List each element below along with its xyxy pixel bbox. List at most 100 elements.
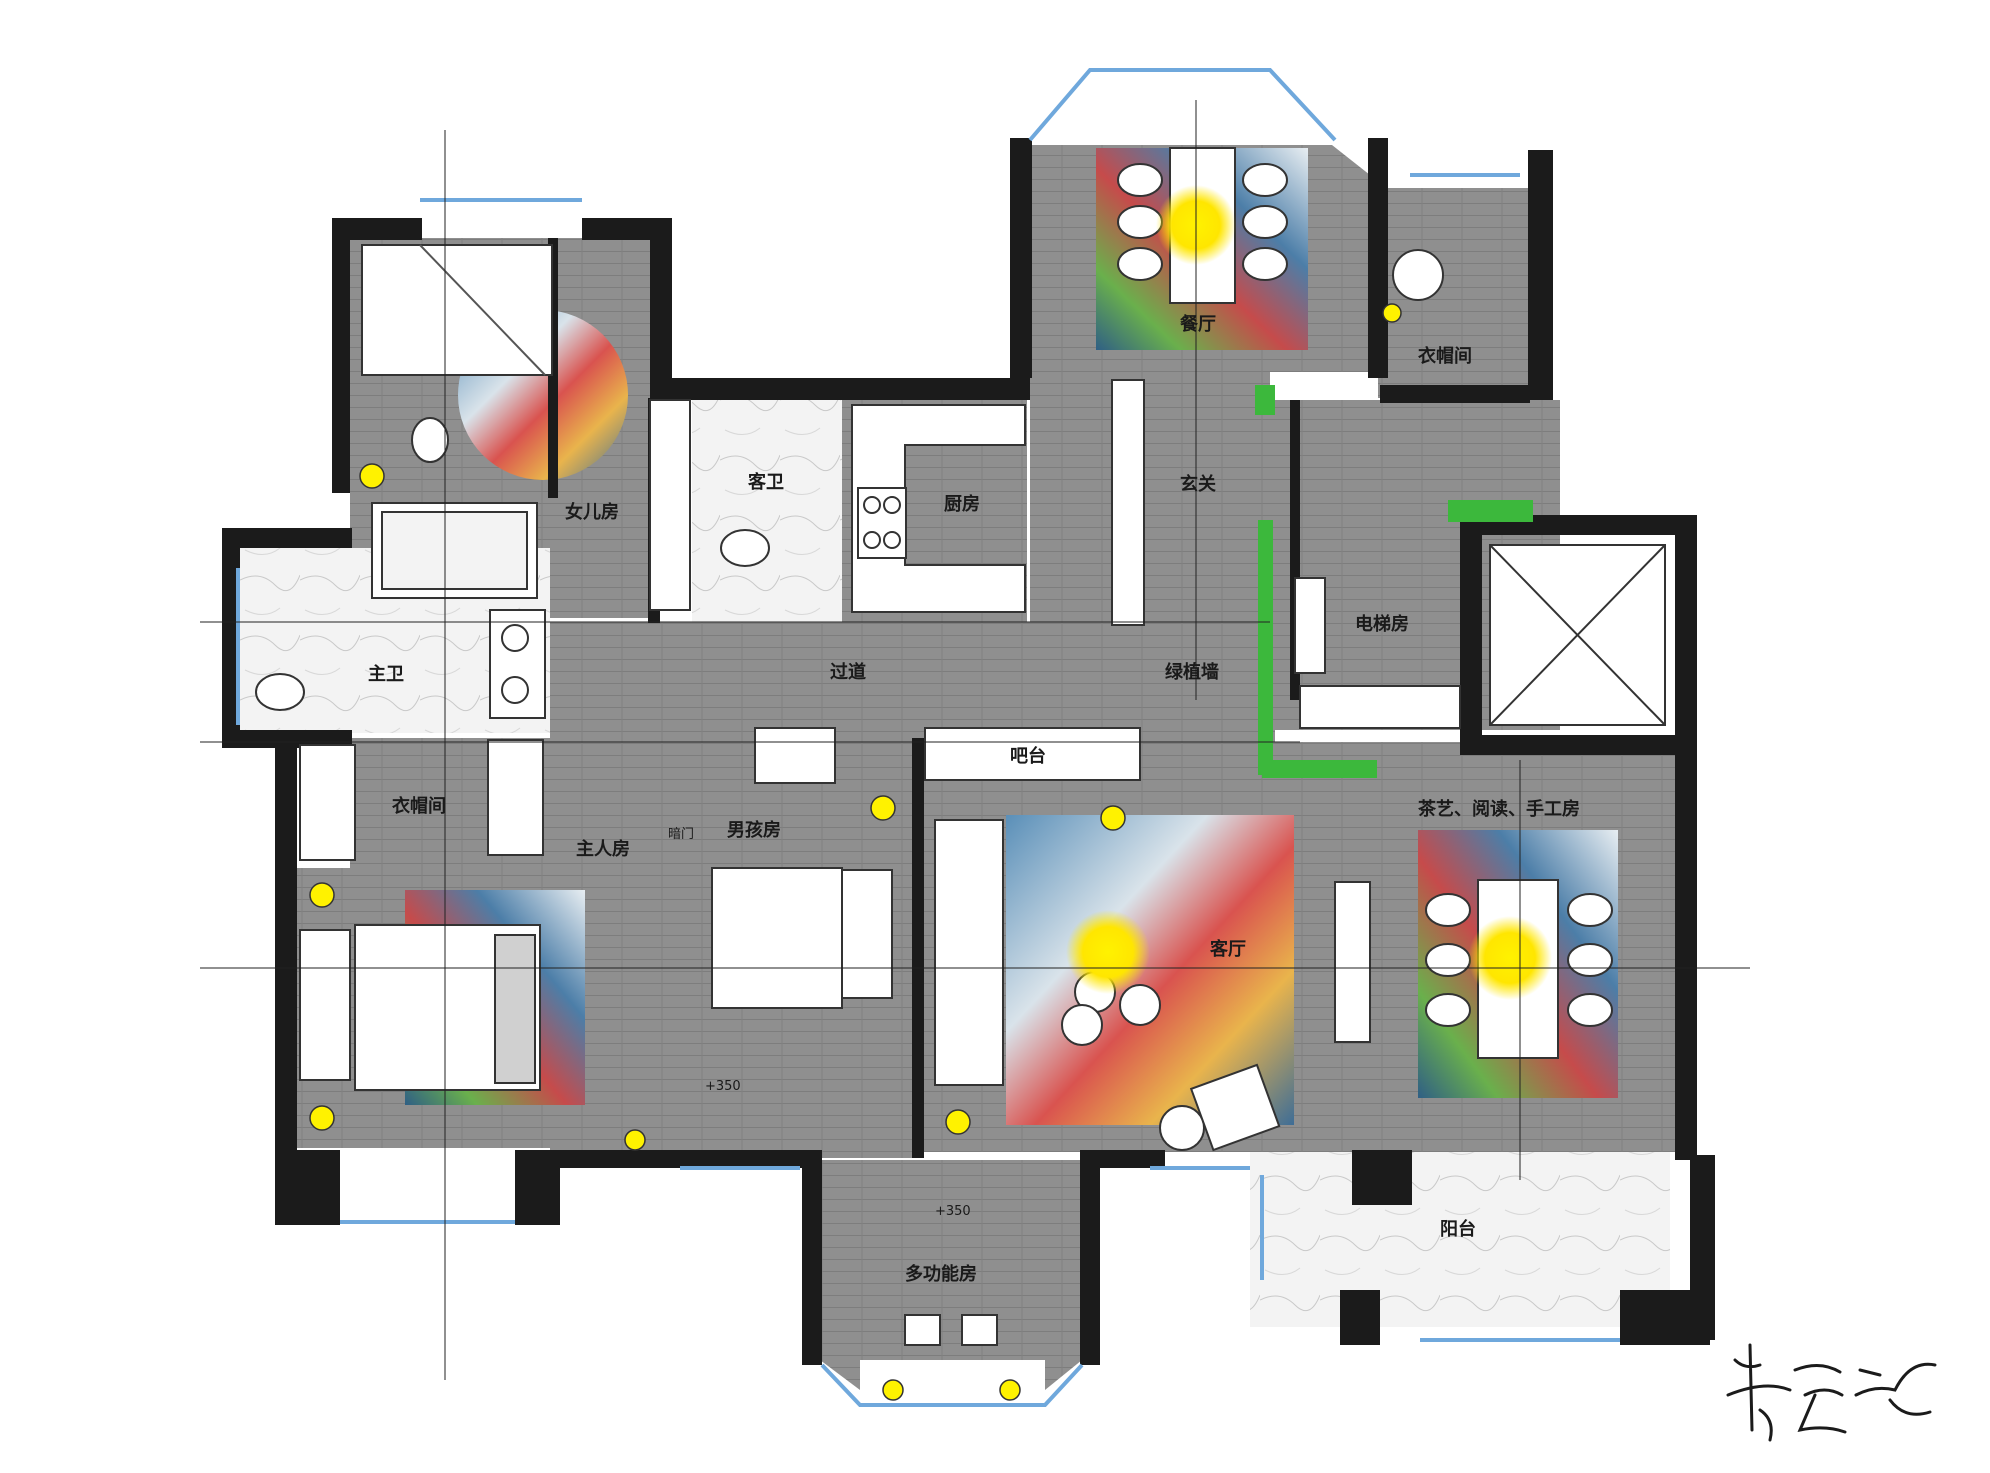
wall — [540, 1150, 820, 1168]
room-label-kitchen: 厨房 — [944, 493, 980, 515]
window — [1028, 68, 1337, 142]
toilet-icon — [255, 673, 305, 711]
wall — [650, 218, 672, 378]
wall — [1010, 138, 1032, 378]
toilet-icon — [411, 417, 449, 463]
tv-cabinet-icon — [1334, 881, 1371, 1043]
room-label-cloakroom-top: 衣帽间 — [1418, 345, 1472, 367]
room-label-master-room: 主人房 — [576, 838, 630, 860]
elevation-label-multi-room: +350 — [935, 1204, 971, 1219]
armchair-icon — [1189, 1063, 1281, 1152]
bed-icon — [419, 244, 546, 376]
bed-icon — [711, 867, 843, 1009]
wall — [582, 218, 672, 240]
desk-icon — [841, 869, 893, 999]
guest-bath-floor — [692, 400, 842, 622]
ceiling-light-icon — [359, 463, 385, 489]
corridor-floor — [550, 622, 1275, 742]
room-label-elevator-room: 电梯房 — [1355, 613, 1409, 635]
sofa-icon — [934, 819, 1004, 1086]
ceiling-light-icon — [1382, 303, 1402, 323]
ceiling-light-icon — [882, 1379, 904, 1401]
sink-icon — [501, 624, 529, 652]
room-label-green-wall: 绿植墙 — [1165, 661, 1219, 683]
ceiling-light-icon — [945, 1109, 971, 1135]
stove-icon — [863, 531, 881, 549]
construction-lines — [200, 100, 1750, 1380]
window — [820, 1363, 1084, 1407]
dining-chairs — [1117, 163, 1288, 281]
room-label-master-bath: 主卫 — [368, 663, 404, 685]
room-label-bar: 吧台 — [1010, 745, 1046, 767]
wall — [1620, 1290, 1710, 1345]
elevator-shaft-icon — [1489, 544, 1666, 726]
room-labels: 餐厅 衣帽间 客卫 厨房 玄关 女儿房 主卫 电梯房 过道 绿植墙 吧台 衣帽间… — [368, 313, 1580, 1285]
room-label-foyer: 玄关 — [1180, 473, 1216, 495]
greenery — [1255, 385, 1533, 778]
ceiling-light-icon — [870, 795, 896, 821]
sink-icon — [501, 676, 529, 704]
wall — [1380, 385, 1530, 403]
stove-icon — [863, 496, 881, 514]
room-label-multi-room: 多功能房 — [905, 1263, 977, 1285]
armchair-icon — [1159, 1105, 1205, 1151]
room-label-dining: 餐厅 — [1179, 313, 1216, 335]
wall — [222, 730, 352, 748]
room-label-guest-bath: 客卫 — [748, 471, 784, 493]
room-label-corridor: 过道 — [830, 661, 866, 683]
bar-counter — [924, 727, 1141, 781]
wall — [1675, 755, 1697, 1160]
ceiling-light-icon — [624, 1129, 646, 1151]
room-label-balcony: 阳台 — [1440, 1218, 1476, 1240]
room-label-boy-room: 男孩房 — [727, 819, 781, 841]
wall — [802, 1150, 822, 1365]
wall — [1080, 1150, 1100, 1365]
windows — [236, 68, 1620, 1407]
wall — [1460, 735, 1695, 755]
ceiling-light-icon — [999, 1379, 1021, 1401]
stove-icon — [883, 531, 901, 549]
wall — [275, 745, 297, 1225]
bench-icon — [961, 1314, 998, 1346]
sink-icon — [754, 727, 836, 784]
wall — [1460, 515, 1482, 755]
wall — [912, 738, 924, 1158]
wall — [275, 1150, 340, 1225]
wall — [1290, 400, 1300, 700]
wall — [332, 218, 422, 240]
ottoman-icon — [1392, 249, 1444, 301]
room-label-tea-room: 茶艺、阅读、手工房 — [1418, 798, 1580, 820]
ceiling-light-icon — [1468, 916, 1552, 1000]
plant-icon — [1255, 385, 1275, 415]
bench-icon — [1299, 685, 1461, 729]
green-wall-plants — [1448, 500, 1533, 522]
sofa-icon — [299, 929, 351, 1081]
stove-icon — [883, 496, 901, 514]
green-wall-plants — [1262, 760, 1377, 778]
ceiling-light-icon — [309, 882, 335, 908]
wall — [1368, 138, 1388, 378]
balcony-floor — [1250, 1152, 1670, 1327]
ceiling-light-icon — [309, 1105, 335, 1131]
wall — [222, 528, 240, 748]
room-label-hidden-door: 暗门 — [668, 827, 694, 842]
wall — [1352, 1150, 1412, 1205]
fixtures — [255, 147, 1666, 1346]
ceiling-light-icon — [1066, 910, 1150, 994]
bed-icon — [361, 244, 553, 376]
wall — [1528, 150, 1553, 400]
room-label-cloakroom-left: 衣帽间 — [392, 795, 446, 817]
wall — [332, 218, 350, 493]
ceiling-light-icon — [1100, 805, 1126, 831]
bed-icon — [494, 934, 536, 1084]
armchair-icon — [1119, 984, 1161, 1026]
bathtub-icon — [381, 511, 528, 590]
wall — [650, 378, 1030, 400]
bench-icon — [904, 1314, 941, 1346]
multi-room-floor — [820, 1160, 1082, 1390]
wardrobe-icon — [1111, 379, 1145, 626]
wardrobe-icon — [487, 739, 544, 856]
green-wall-plants — [1258, 520, 1273, 775]
armchair-icon — [1061, 1004, 1103, 1046]
